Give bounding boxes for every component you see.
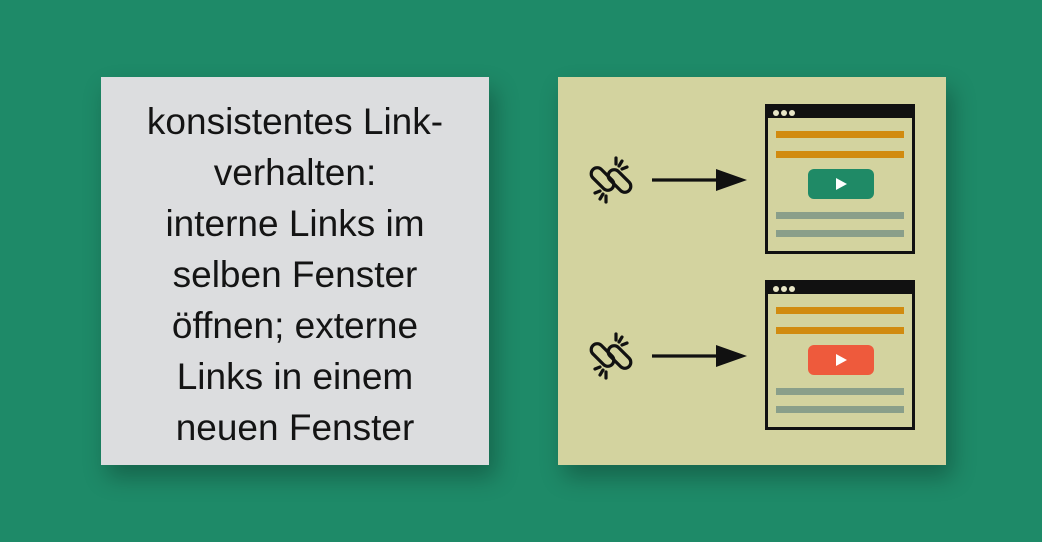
play-button [808, 169, 874, 199]
browser-window [765, 104, 915, 254]
caption-line: selben Fenster [172, 253, 418, 295]
window-dot [789, 286, 795, 292]
play-button [808, 345, 874, 375]
broken-chain-link-icon [589, 156, 633, 204]
caption-line: neuen Fenster [175, 406, 415, 448]
heading-placeholder-line [776, 131, 904, 138]
internal-link-row [558, 104, 946, 254]
window-dot [773, 286, 779, 292]
caption-line: konsistentes Link- [146, 100, 444, 142]
arrow-right-icon [652, 169, 747, 191]
external-link-row [558, 280, 946, 430]
text-placeholder-line [776, 212, 904, 219]
heading-placeholder-line [776, 151, 904, 158]
text-panel: konsistentes Link- verhalten: interne Li… [101, 77, 489, 465]
caption-line: verhalten: [213, 151, 377, 193]
caption-line: Links in einem [176, 355, 414, 397]
window-dot [781, 286, 787, 292]
broken-chain-link-icon [589, 332, 633, 380]
window-dot [789, 110, 795, 116]
window-dot [781, 110, 787, 116]
window-dot [773, 110, 779, 116]
play-icon [836, 354, 847, 366]
browser-titlebar [768, 283, 912, 294]
caption-line: öffnen; externe [171, 304, 419, 346]
illustration-panel [558, 77, 946, 465]
heading-placeholder-line [776, 307, 904, 314]
text-placeholder-line [776, 406, 904, 413]
arrow-right-icon [652, 345, 747, 367]
play-icon [836, 178, 847, 190]
heading-placeholder-line [776, 327, 904, 334]
caption-text: konsistentes Link- verhalten: interne Li… [147, 90, 443, 453]
text-placeholder-line [776, 230, 904, 237]
text-placeholder-line [776, 388, 904, 395]
browser-titlebar [768, 107, 912, 118]
browser-window [765, 280, 915, 430]
caption-line: interne Links im [165, 202, 425, 244]
